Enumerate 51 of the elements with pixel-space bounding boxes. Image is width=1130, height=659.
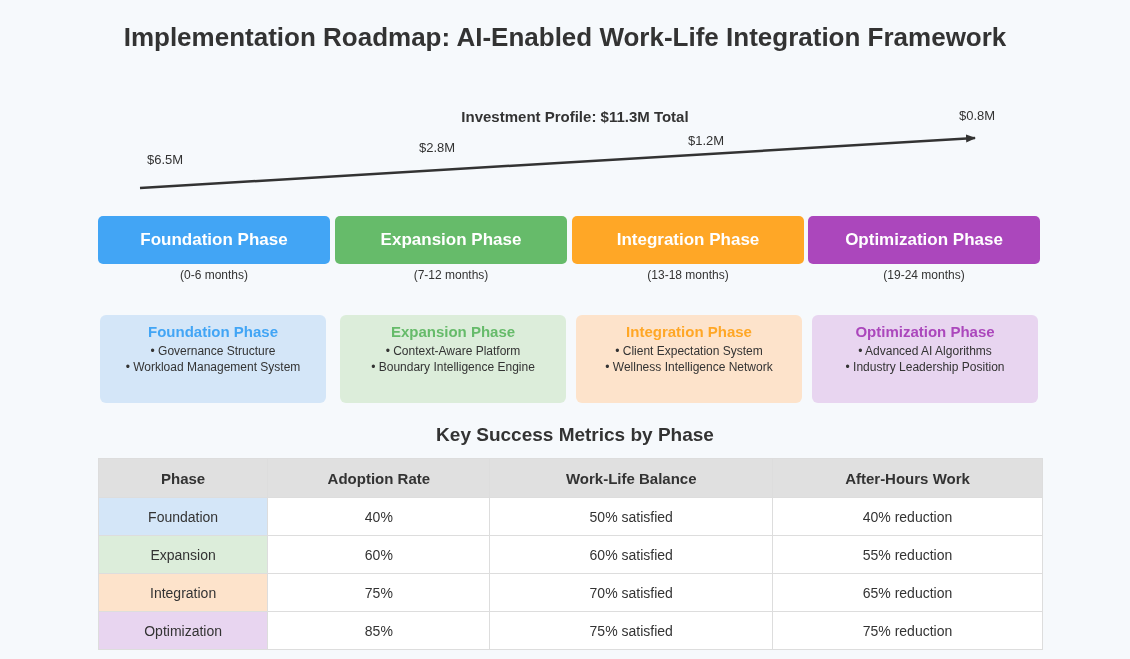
amount-label: $1.2M — [686, 133, 726, 148]
card-heading: Foundation Phase — [147, 323, 279, 340]
table-cell: Optimization — [98, 611, 268, 650]
bullet-item: • Governance Structure — [149, 343, 277, 359]
amount-label: $0.8M — [957, 108, 997, 123]
table-cell: 85% — [267, 611, 490, 650]
table-cell: 60% — [267, 535, 490, 574]
card-heading: Expansion Phase — [389, 323, 517, 340]
phase-band: Foundation Phase — [98, 216, 330, 264]
table-cell: Foundation — [98, 497, 268, 536]
phase-band: Expansion Phase — [335, 216, 567, 264]
table-header-cell: Phase — [98, 458, 268, 498]
bullet-item: • Client Expectation System — [614, 343, 764, 359]
table-cell: 75% satisfied — [489, 611, 773, 650]
phase-band: Optimization Phase — [808, 216, 1040, 264]
bullet-item: • Boundary Intelligence Engine — [370, 359, 536, 375]
card-heading: Integration Phase — [625, 323, 753, 340]
bullet-item: • Industry Leadership Position — [844, 359, 1006, 375]
table-cell: 40% reduction — [772, 497, 1043, 536]
bullet-item: • Wellness Intelligence Network — [604, 359, 774, 375]
phase-card — [100, 315, 326, 403]
table-header-cell: Work-Life Balance — [489, 458, 773, 498]
phase-band: Integration Phase — [572, 216, 804, 264]
table-header-cell: After-Hours Work — [772, 458, 1043, 498]
table-title: Key Success Metrics by Phase — [435, 424, 715, 446]
table-cell: 70% satisfied — [489, 573, 773, 612]
diagram-title: Implementation Roadmap: AI-Enabled Work-Life Integration Framework — [122, 22, 1008, 53]
table-cell: 55% reduction — [772, 535, 1043, 574]
investment-title: Investment Profile: $11.3M Total — [460, 108, 690, 125]
amount-label: $6.5M — [145, 152, 185, 167]
amount-label: $2.8M — [417, 140, 457, 155]
duration-label: (13-18 months) — [646, 268, 730, 282]
phase-card — [576, 315, 802, 403]
duration-label: (0-6 months) — [179, 268, 249, 282]
table-cell: 75% reduction — [772, 611, 1043, 650]
phase-card — [812, 315, 1038, 403]
table-cell: 75% — [267, 573, 490, 612]
table-cell: Integration — [98, 573, 268, 612]
card-heading: Optimization Phase — [854, 323, 996, 340]
bullet-item: • Advanced AI Algorithms — [857, 343, 993, 359]
table-cell: 40% — [267, 497, 490, 536]
bullet-item: • Workload Management System — [124, 359, 302, 375]
table-cell: 60% satisfied — [489, 535, 773, 574]
table-header-cell: Adoption Rate — [267, 458, 490, 498]
bullet-item: • Context-Aware Platform — [384, 343, 522, 359]
table-cell: Expansion — [98, 535, 268, 574]
table-cell: 65% reduction — [772, 573, 1043, 612]
table-cell: 50% satisfied — [489, 497, 773, 536]
phase-card — [340, 315, 566, 403]
duration-label: (7-12 months) — [412, 268, 490, 282]
duration-label: (19-24 months) — [882, 268, 966, 282]
